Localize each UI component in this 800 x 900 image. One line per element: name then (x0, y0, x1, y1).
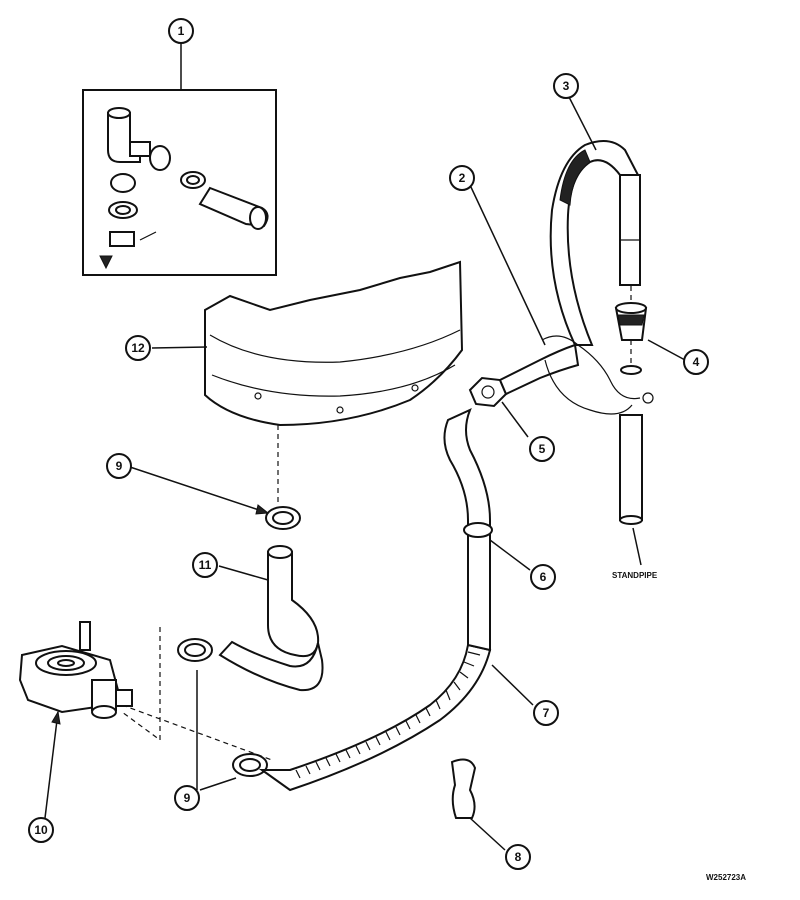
align-pump (121, 627, 273, 761)
callout-12: 12 (125, 335, 151, 361)
retaining-chain (469, 184, 654, 415)
tee-branch (129, 141, 151, 157)
svg-text:5: 5 (539, 442, 546, 456)
callout-11: 11 (192, 552, 218, 578)
standpipe-adapter (614, 302, 686, 361)
standpipe (619, 365, 643, 566)
tub (204, 260, 464, 427)
svg-text:2: 2 (459, 171, 466, 185)
svg-text:12: 12 (131, 341, 145, 355)
svg-text:6: 6 (540, 570, 547, 584)
gooseneck-hose (549, 94, 641, 346)
callout-2: 2 (449, 165, 475, 191)
svg-text:4: 4 (693, 355, 700, 369)
standpipe-label: STANDPIPE (612, 571, 658, 580)
pump (18, 621, 133, 819)
callout-6: 6 (530, 564, 556, 590)
svg-text:3: 3 (563, 79, 570, 93)
callout-4: 4 (683, 349, 709, 375)
kit-clip (109, 231, 135, 247)
lower-clamps (177, 638, 268, 791)
svg-text:8: 8 (515, 850, 522, 864)
svg-text:10: 10 (34, 823, 48, 837)
upper-clamp (129, 466, 301, 530)
drain-kit-group (82, 43, 277, 276)
tub-group (151, 260, 464, 427)
drain-hose (258, 408, 534, 792)
drawing-code: W252723A (706, 873, 746, 882)
svg-text:11: 11 (199, 558, 212, 572)
callout-1: 1 (168, 18, 194, 44)
callout-10: 10 (28, 817, 54, 843)
coupler (149, 145, 171, 171)
svg-text:1: 1 (178, 24, 185, 38)
svg-text:7: 7 (543, 706, 550, 720)
callout-9-lower: 9 (174, 785, 200, 811)
hose-nut (468, 343, 580, 438)
svg-text:9: 9 (184, 791, 191, 805)
callout-9-upper: 9 (106, 453, 132, 479)
callout-5: 5 (529, 436, 555, 462)
svg-text:9: 9 (116, 459, 123, 473)
callout-7: 7 (533, 700, 559, 726)
kit-screw (99, 255, 113, 270)
callout-3: 3 (553, 73, 579, 99)
hose-clamp-6 (463, 522, 531, 571)
tub-to-pump-hose (218, 545, 324, 692)
callout-8: 8 (505, 844, 531, 870)
kit-ring (110, 173, 136, 193)
hose-hanger (450, 758, 506, 851)
